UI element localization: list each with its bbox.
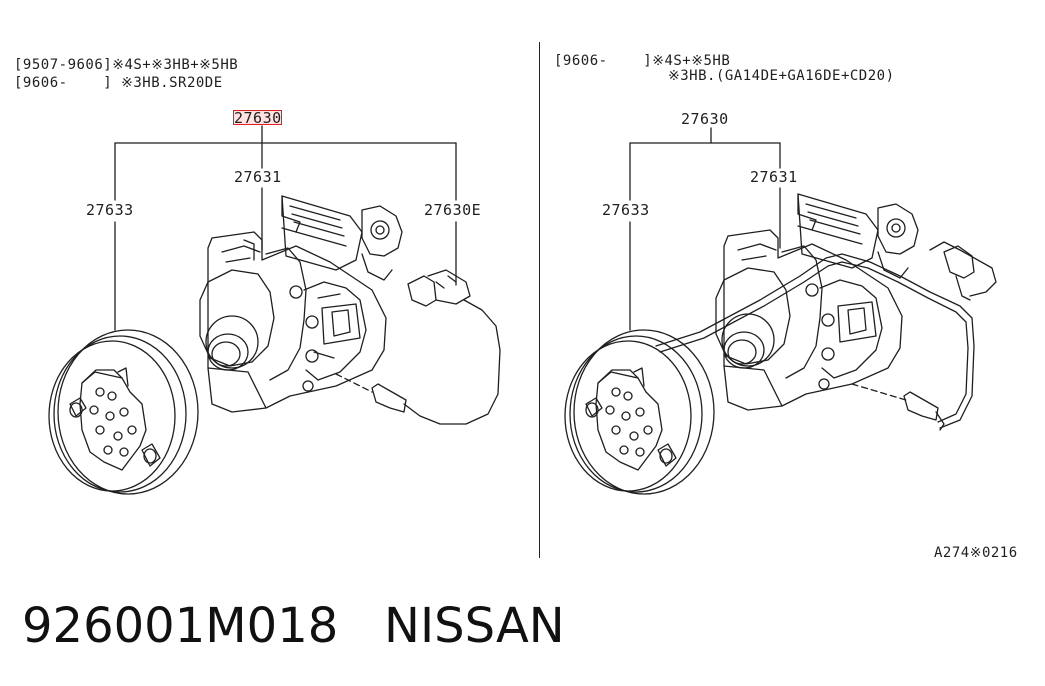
left-part-27633[interactable]: 27633 xyxy=(86,201,134,219)
footer-part-number: 926001M018 NISSAN xyxy=(22,598,565,654)
right-note-line1: [9606- ]※4S+※5HB xyxy=(554,53,731,69)
part-number: 926001M018 xyxy=(22,598,339,654)
diagram-code: A274※0216 xyxy=(934,545,1018,561)
right-leader-lines xyxy=(629,127,781,331)
left-clutch-pulley xyxy=(48,329,199,495)
left-leader-lines xyxy=(114,125,457,331)
left-pressure-switch-harness xyxy=(335,269,501,425)
left-part-27631[interactable]: 27631 xyxy=(234,168,282,186)
left-note-line2: [9606- ] ※3HB.SR20DE xyxy=(14,75,223,91)
right-part-27631[interactable]: 27631 xyxy=(750,168,798,186)
left-part-27630[interactable]: 27630 xyxy=(234,109,282,127)
right-note-line2: ※3HB.(GA14DE+GA16DE+CD20) xyxy=(668,68,895,84)
brand-name: NISSAN xyxy=(384,598,565,654)
right-pressure-switch-harness xyxy=(655,241,997,431)
panel-divider xyxy=(539,42,540,558)
right-compressor xyxy=(715,193,919,411)
left-note-line1: [9507-9606]※4S+※3HB+※5HB xyxy=(14,57,239,73)
left-part-27630E[interactable]: 27630E xyxy=(424,201,482,219)
right-clutch-pulley xyxy=(564,329,715,495)
left-compressor xyxy=(199,195,403,413)
right-part-27633[interactable]: 27633 xyxy=(602,201,650,219)
right-part-27630[interactable]: 27630 xyxy=(681,110,729,128)
part-highlight-box xyxy=(233,110,282,125)
